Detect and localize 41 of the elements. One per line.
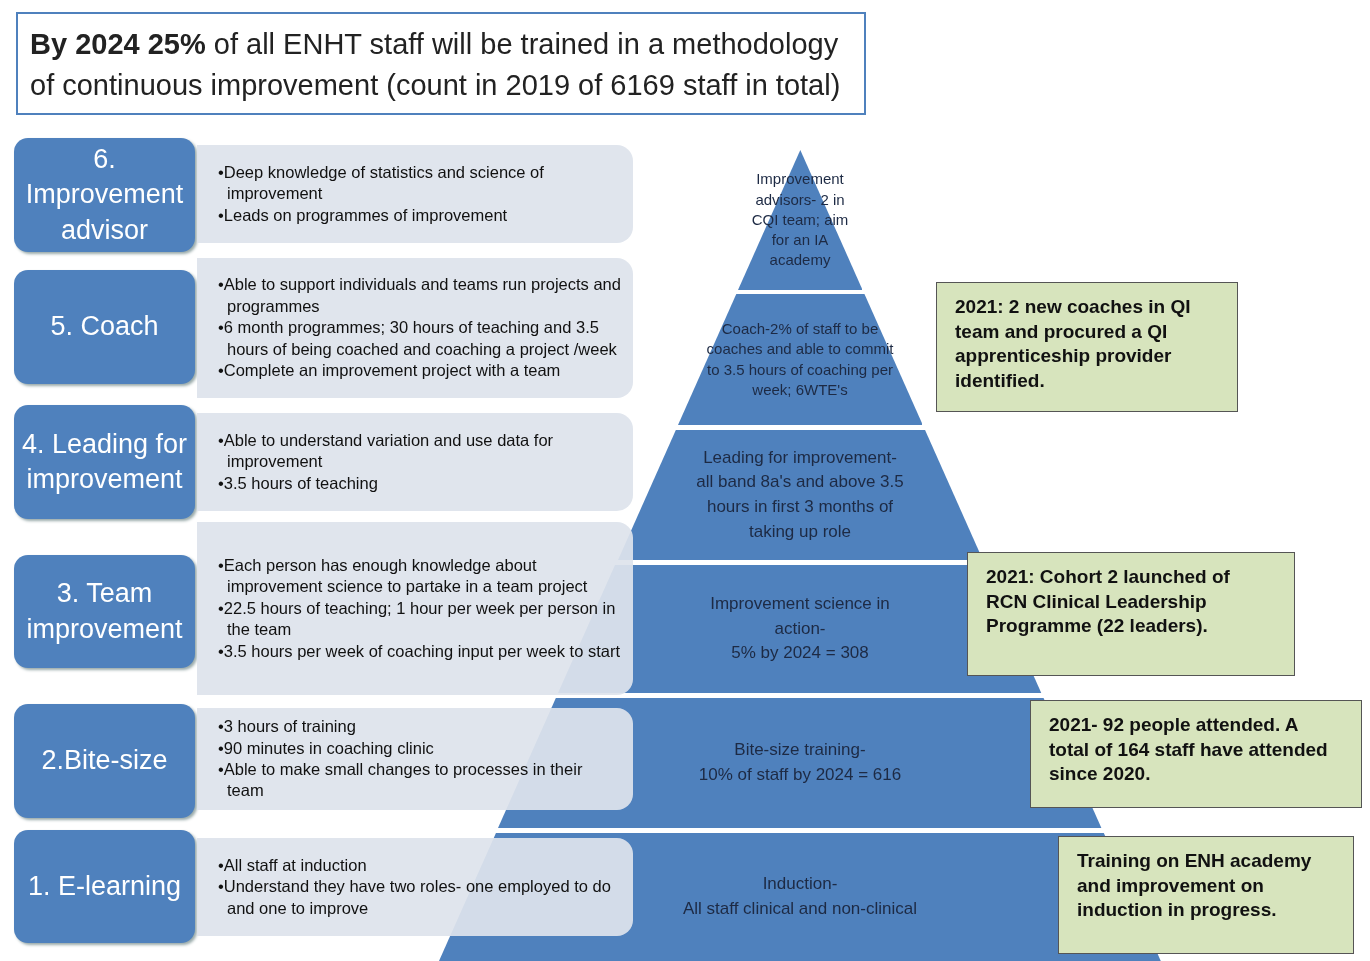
bullet-text: •Able to support individuals and teams run projects and programmes [217, 274, 622, 317]
level-tile: 5. Coach [14, 270, 195, 384]
description-panel [197, 838, 633, 936]
level-tile: 3. Team improvement [14, 555, 195, 668]
pyramid-layer [677, 294, 923, 425]
note-box: 2021- 92 people attended. A total of 164 staff have attended since 2020. [1030, 700, 1362, 808]
bullet-text: •Able to make small changes to processes in their team [217, 759, 584, 802]
layer-text: Improvement science in action- [709, 593, 891, 640]
bullet-text: •Deep knowledge of statistics and science of improvement [217, 161, 545, 205]
bullet-text: •3 hours of training [217, 716, 357, 738]
description-panel [197, 258, 633, 398]
bullet-text: •Able to understand variation and use data for improvement [217, 429, 555, 473]
layer-text: Bite-size training- [734, 739, 866, 762]
bullet-text: •All staff at induction [217, 854, 368, 876]
bullet-text: •Understand they have two roles- one employed to do and one to improve [217, 876, 612, 919]
note-box: Training on ENH academy and improvement on induction in progress. [1058, 836, 1354, 954]
layer-text: 10% of staff by 2024 = 616 [698, 764, 902, 786]
bullet-text: •3.5 hours of teaching [217, 472, 379, 494]
description-panel [197, 708, 633, 810]
description-panel [197, 522, 633, 695]
title: By 2024 25% of all ENHT staff will be trained in a methodology of continuous improvement (count in 2019 of 6169 staff in total) [16, 12, 866, 115]
bullet-text: •Each person has enough knowledge about improvement science to partake in a team project [217, 554, 589, 598]
layer-text: All staff clinical and non-clinical [682, 898, 917, 920]
layer-text: Leading for improvement- all band 8a's and above 3.5 hours in first 3 months of taking up role [695, 446, 905, 543]
bullet-text: •3.5 hours per week of coaching input per week to start [217, 640, 621, 662]
level-tile: 6. Improvement advisor [14, 138, 195, 252]
description-panel [197, 413, 633, 511]
layer-text: 5% by 2024 = 308 [731, 642, 869, 665]
layer-text: Induction- [762, 873, 838, 896]
pyramid-layer [737, 150, 863, 290]
level-tile: 4. Leading for improvement [14, 405, 195, 519]
bullet-text: •Complete an improvement project with a team [217, 360, 562, 382]
level-tile: 2.Bite-size [14, 704, 195, 818]
level-tile: 1. E-learning [14, 830, 195, 943]
bullet-text: •Leads on programmes of improvement [217, 204, 509, 226]
bullet-text: •22.5 hours of teaching; 1 hour per week per person in the team [217, 597, 617, 641]
note-box: 2021: Cohort 2 launched of RCN Clinical Leadership Programme (22 leaders). [967, 552, 1295, 676]
bullet-text: •90 minutes in coaching clinic [217, 737, 435, 759]
bullet-text: •6 month programmes; 30 hours of teaching and 3.5 hours of being coached and coaching a project /week [217, 317, 618, 360]
description-panel [197, 145, 633, 243]
note-box: 2021: 2 new coaches in QI team and procured a QI apprenticeship provider identified. [936, 282, 1238, 412]
